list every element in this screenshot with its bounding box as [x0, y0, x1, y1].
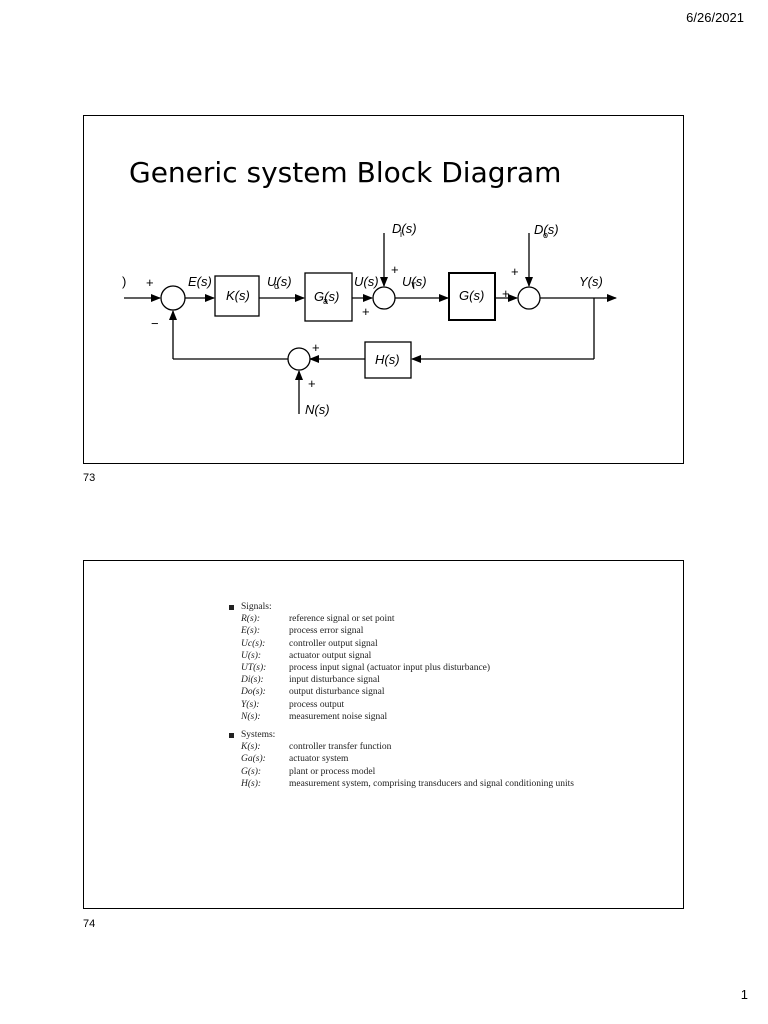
slide-number: 74 [83, 918, 96, 930]
legend-symbol: N(s): [241, 711, 261, 722]
slide-73: Generic system Block Diagram [83, 115, 684, 464]
label-Di: D(s) [392, 221, 417, 236]
legend-description: process input signal (actuator input plu… [289, 663, 491, 674]
legend-symbol: Ga(s): [241, 754, 266, 765]
legend-row: Do(s): output disturbance signal [229, 686, 609, 698]
bullet-icon [229, 732, 234, 738]
plus-sign: + [308, 376, 316, 391]
systems-heading: Systems: [229, 729, 609, 741]
legend-row: Ga(s): actuator system [229, 753, 609, 765]
legend-description: actuator output signal [289, 650, 372, 661]
legend-row: U(s): actuator output signal [229, 650, 609, 662]
legend-row: R(s): reference signal or set point [229, 613, 609, 625]
label-H: H(s) [375, 352, 400, 367]
legend-symbol: H(s): [241, 778, 262, 789]
legend-row: N(s): measurement noise signal [229, 711, 609, 723]
legend-description: measurement system, comprising transduce… [289, 778, 574, 789]
page-number: 1 [740, 987, 748, 1002]
label-Do-sub: o [543, 230, 548, 240]
legend-row: Di(s): input disturbance signal [229, 674, 609, 686]
legend-description: output disturbance signal [289, 687, 385, 698]
legend-description: input disturbance signal [289, 675, 380, 686]
input-label: ) [122, 274, 126, 289]
plus-sign: + [362, 304, 370, 319]
legend-description: plant or process model [289, 766, 376, 777]
label-Do: D(s) [534, 222, 559, 237]
legend-symbol: Y(s): [241, 699, 260, 710]
legend: Signals: R(s): reference signal or set po… [229, 601, 609, 790]
legend-row: Uc(s): controller output signal [229, 638, 609, 650]
bullet-icon [229, 604, 234, 610]
label-Ga: G(s) [314, 289, 339, 304]
block-G [448, 272, 496, 321]
slide-title: Generic system Block Diagram [129, 156, 562, 189]
legend-symbol: K(s): [241, 742, 261, 753]
legend-row: Y(s): process output [229, 699, 609, 711]
legend-description: actuator system [289, 754, 349, 765]
label-U: U(s) [354, 274, 379, 289]
legend-description: process output [289, 699, 345, 710]
label-N: N(s) [305, 402, 330, 417]
legend-description: reference signal or set point [289, 614, 395, 625]
legend-row: UT(s): process input signal (actuator inp… [229, 662, 609, 674]
plus-sign: + [312, 340, 320, 355]
sum-junction-error [160, 285, 186, 311]
signals-heading: Signals: [229, 601, 609, 613]
legend-description: process error signal [289, 626, 364, 637]
legend-symbol: R(s): [241, 614, 260, 625]
label-Di-sub: i [400, 229, 402, 239]
label-Uc-sub: c [274, 281, 279, 291]
sum-junction-input-disturbance [372, 286, 396, 310]
legend-symbol: Do(s): [241, 687, 266, 698]
minus-sign: − [151, 316, 159, 331]
legend-row: G(s): plant or process model [229, 766, 609, 778]
legend-description: measurement noise signal [289, 711, 388, 722]
label-Uc: U(s) [267, 274, 292, 289]
label-UT-sub: T [411, 281, 417, 291]
legend-symbol: UT(s): [241, 663, 267, 674]
label-UT: U(s) [402, 274, 427, 289]
block-K [214, 275, 260, 317]
legend-row: H(s): measurement system, comprising tran… [229, 778, 609, 790]
plus-sign: + [146, 275, 154, 290]
plus-sign: + [502, 286, 510, 301]
label-K: K(s) [226, 288, 250, 303]
block-H [364, 341, 412, 379]
slide-number: 73 [83, 472, 96, 484]
label-Ga-sub: a [323, 296, 328, 306]
header-date: 6/26/2021 [686, 10, 744, 25]
legend-symbol: U(s): [241, 650, 262, 661]
plus-sign: + [511, 264, 519, 279]
label-G: G(s) [459, 288, 484, 303]
legend-row: K(s): controller transfer function [229, 741, 609, 753]
legend-symbol: Uc(s): [241, 638, 266, 649]
sum-junction-noise [287, 347, 311, 371]
label-E: E(s) [188, 274, 212, 289]
legend-symbol: Di(s): [241, 675, 264, 686]
slide-74: Signals: R(s): reference signal or set po… [83, 560, 684, 909]
legend-row: E(s): process error signal [229, 625, 609, 637]
block-Ga [304, 272, 353, 322]
legend-symbol: E(s): [241, 626, 260, 637]
sum-junction-output-disturbance [517, 286, 541, 310]
legend-symbol: G(s): [241, 766, 262, 777]
block-diagram: ) + − E(s) K(s) U(s) c G(s) a U(s) D(s) … [122, 221, 617, 417]
legend-description: controller output signal [289, 638, 378, 649]
label-Y: Y(s) [579, 274, 603, 289]
plus-sign: + [391, 262, 399, 277]
legend-description: controller transfer function [289, 742, 392, 753]
